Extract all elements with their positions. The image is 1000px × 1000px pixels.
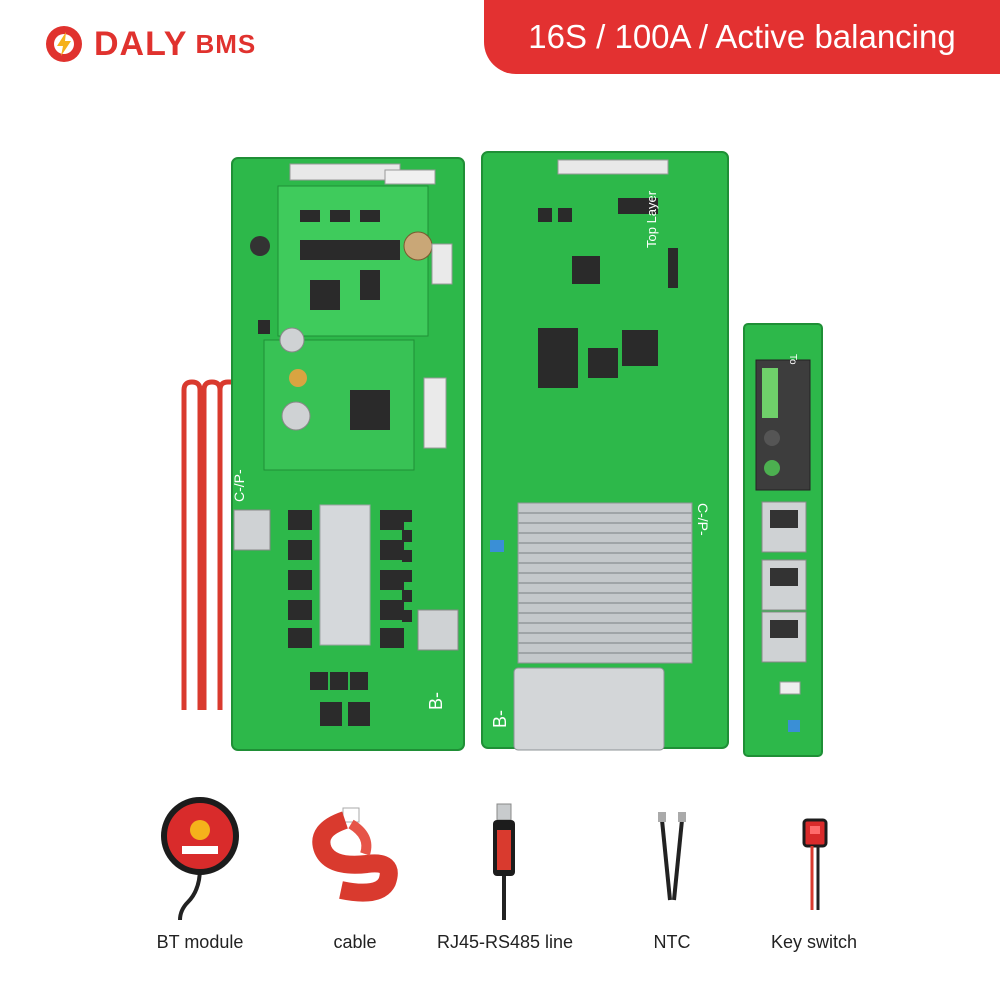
- right-interface-board: To: [743, 323, 823, 757]
- middle-cp-label: C-/P-: [695, 503, 711, 536]
- red-wire: [181, 379, 260, 710]
- ntc-sensor-icon: [658, 812, 686, 901]
- daly-logo-icon: [46, 26, 82, 62]
- bluetooth-module-icon: [161, 797, 239, 920]
- accessory-label-ntc: NTC: [653, 932, 691, 952]
- left-bms-board: C-/P- B-: [181, 157, 465, 751]
- middle-bms-board: Top Layer C-/P- B-: [481, 151, 729, 751]
- accessories-row: BT module cable RJ45-RS485 line NTC: [0, 790, 1000, 1000]
- brand-suffix: BMS: [195, 28, 257, 59]
- accessory-bt-module: BT module: [120, 790, 280, 990]
- ribbon-cable-icon: [312, 807, 398, 902]
- accessory-cable: cable: [275, 790, 435, 990]
- right-to-label: To: [787, 354, 798, 365]
- accessory-label-bt-module: BT module: [156, 932, 244, 952]
- accessory-label-key-switch: Key switch: [770, 932, 858, 952]
- accessory-ntc: NTC: [592, 790, 752, 990]
- accessory-key-switch: Key switch: [734, 790, 894, 990]
- accessory-label-cable: cable: [333, 932, 377, 952]
- accessory-rj45-rs485: RJ45-RS485 line: [425, 790, 585, 990]
- top-layer-label: Top Layer: [644, 190, 659, 248]
- brand-logo: DALY BMS: [44, 24, 256, 64]
- middle-b-label: B-: [490, 710, 510, 728]
- spec-banner: 16S / 100A / Active balancing: [484, 0, 1000, 74]
- left-cp-label: C-/P-: [231, 469, 247, 502]
- accessory-label-rj45-rs485: RJ45-RS485 line: [436, 932, 574, 952]
- brand-name: DALY: [94, 24, 188, 63]
- key-switch-icon: [802, 818, 828, 910]
- left-b-label: B-: [426, 692, 446, 710]
- usb-rs485-cable-icon: [493, 803, 515, 920]
